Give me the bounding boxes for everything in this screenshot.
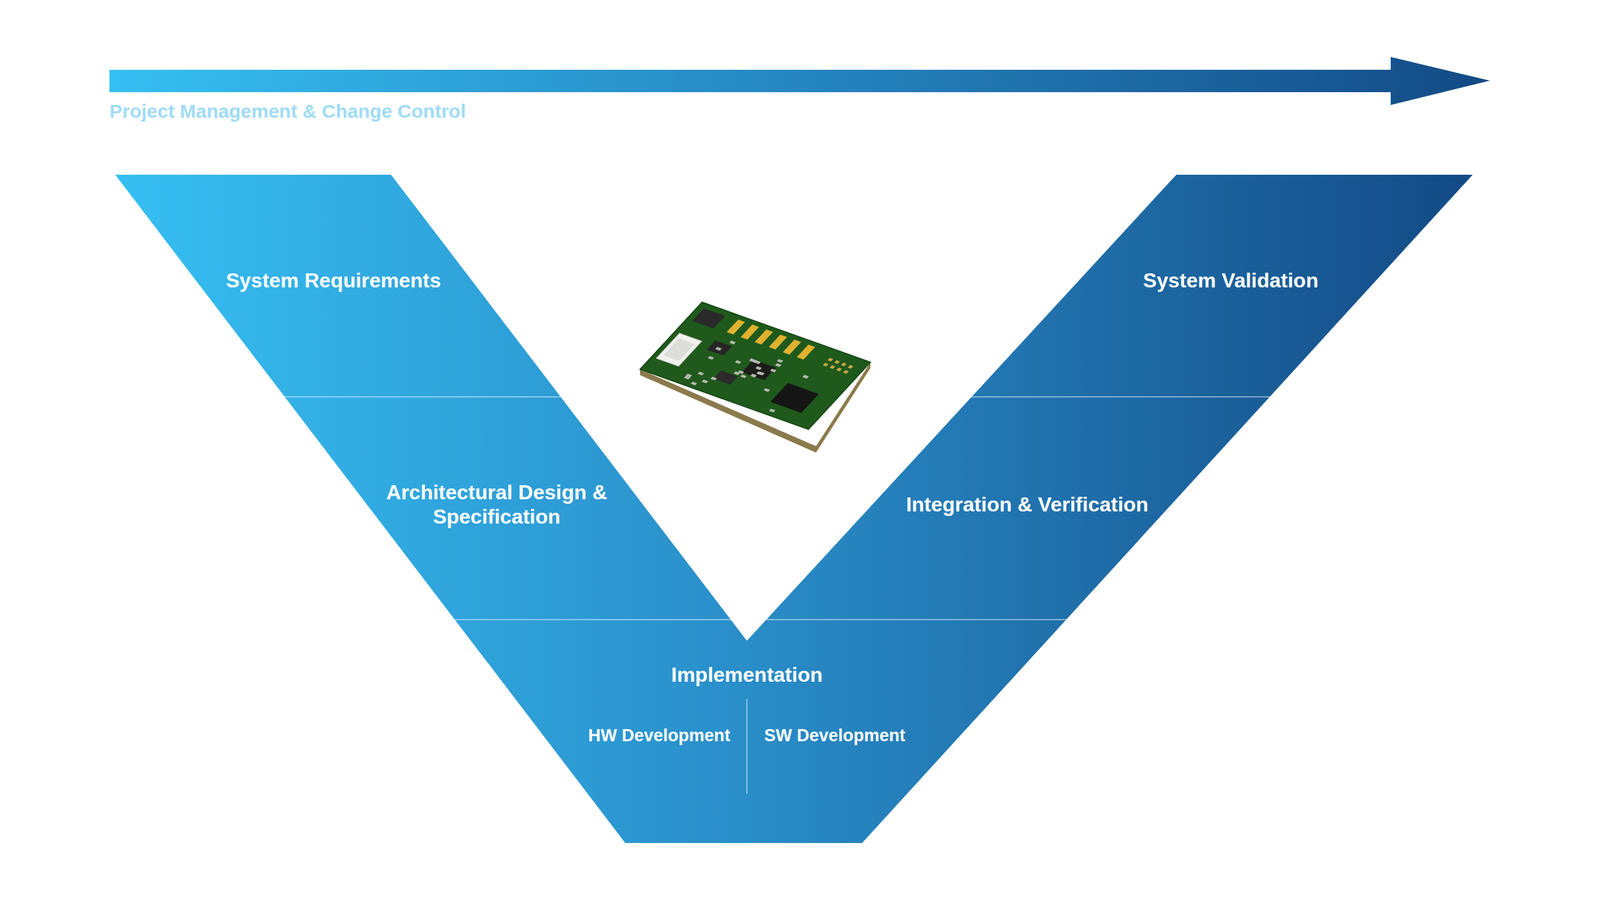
v-phase: Implementation HW Development SW Developme…: [454, 619, 1067, 843]
v-phase: System Validation: [1139, 264, 1323, 297]
smd-part: [802, 375, 809, 379]
chip: [770, 382, 820, 413]
smd-part: [776, 359, 784, 363]
pcb-illustration: [640, 302, 871, 453]
divider-line: [455, 618, 731, 621]
connector-inner: [663, 338, 696, 361]
phase-subtitle: HW Development: [588, 725, 731, 746]
arrow-shaft: [109, 69, 1396, 93]
smd-part: [755, 366, 762, 370]
smd-part: [701, 379, 708, 384]
smd-part: [697, 371, 704, 376]
divider-line: [971, 396, 1270, 398]
pcb-substrate: [640, 302, 871, 430]
v-phase: System Requirements: [222, 264, 445, 297]
smd-part: [758, 371, 765, 376]
arrow-head: [1390, 56, 1490, 105]
small-parts: [681, 337, 815, 415]
header-pin: [827, 357, 834, 362]
chip: [713, 370, 738, 386]
divider-line: [766, 618, 1067, 621]
band-dividers: [284, 396, 1270, 794]
chip: [706, 340, 733, 356]
gold-pads: [726, 319, 815, 360]
smd-part: [715, 346, 722, 351]
pcb-board: [640, 302, 871, 430]
smd-part: [775, 362, 782, 367]
phase-title: System Validation: [1143, 268, 1319, 293]
chip: [741, 359, 776, 381]
divider-line: [746, 698, 748, 794]
smd-part: [729, 340, 736, 345]
smd-part: [740, 374, 747, 379]
smd-part: [763, 387, 770, 392]
smd-part: [710, 376, 717, 381]
header-pin: [848, 364, 854, 369]
smd-part: [751, 359, 758, 364]
smd-part: [707, 355, 715, 360]
header-pin: [829, 365, 836, 370]
phase-subtitle: SW Development: [764, 725, 906, 746]
header-pin: [836, 367, 843, 372]
phase-title: Implementation: [671, 662, 823, 687]
chip: [692, 308, 726, 329]
v-phase: Integration & Verification: [902, 488, 1153, 521]
timeline-label: Project Management & Change Control: [109, 99, 466, 123]
smd-part: [768, 408, 776, 413]
header-pin: [833, 360, 840, 365]
pin-header: [823, 357, 854, 374]
phase-title: System Requirements: [225, 268, 441, 293]
v-band: [115, 174, 1473, 843]
phase-title: Architectural Design & Specification: [362, 480, 631, 530]
header-pin: [842, 369, 849, 374]
smd-part: [769, 368, 777, 373]
white-connector: [656, 332, 702, 367]
smd-part: [684, 375, 691, 380]
header-pin: [840, 362, 847, 367]
divider-line: [284, 396, 561, 398]
v-phase: Architectural Design & Specification: [359, 476, 635, 534]
smd-part: [734, 360, 742, 365]
phase-title: Integration & Verification: [906, 492, 1149, 517]
smd-part: [690, 381, 697, 386]
header-pin: [823, 362, 829, 367]
timeline-arrow: [109, 56, 1490, 105]
smd-part: [750, 373, 757, 378]
smd-part: [733, 371, 740, 376]
